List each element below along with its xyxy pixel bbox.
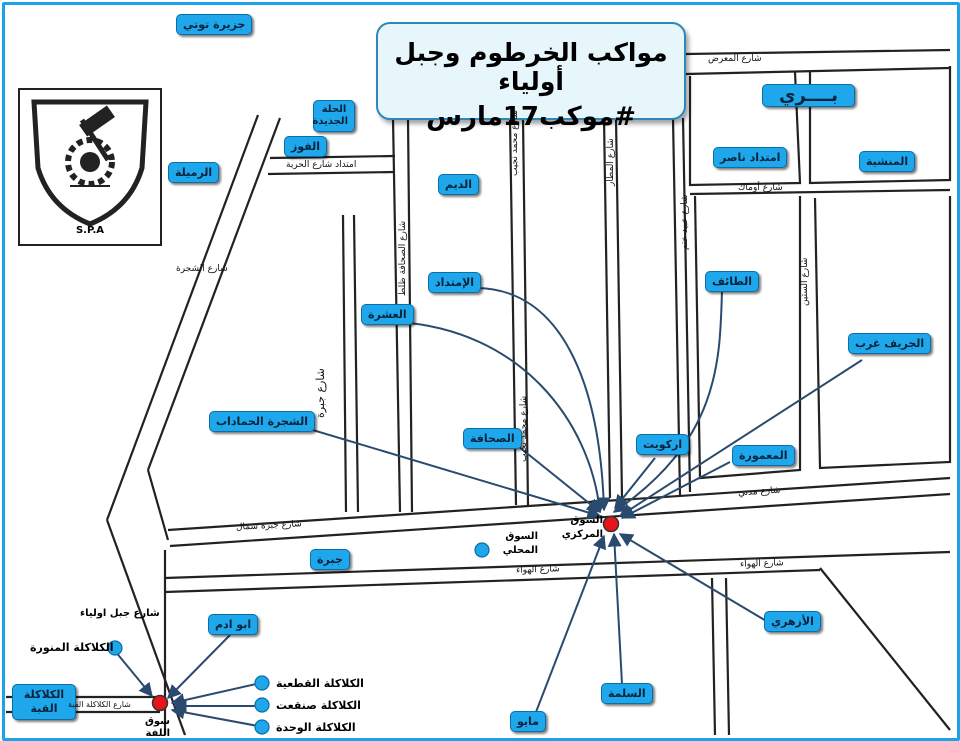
area-fuz[interactable]: الفوز <box>284 136 328 157</box>
logo-text: S.P.A <box>75 225 105 236</box>
march-routes <box>114 287 863 727</box>
area-taif[interactable]: الطائف <box>705 271 759 292</box>
souq-mahali-dot <box>474 542 490 558</box>
label-kalakla-wehda: الكلاكلة الوحدة <box>276 721 356 734</box>
area-imtidad-nasir[interactable]: امتداد ناصر <box>713 147 788 168</box>
area-tuti[interactable]: جزيرة توتي <box>176 14 253 35</box>
street-hawa-1: شارع الهواء <box>515 564 560 576</box>
kalakla-sanqat-dot <box>254 697 270 713</box>
area-arkawit[interactable]: اركويت <box>636 434 690 455</box>
area-azhari[interactable]: الأزهري <box>764 611 821 632</box>
street-shajara: شارع الشجرة <box>176 264 228 274</box>
area-sahafa[interactable]: الصحافة <box>463 428 522 449</box>
area-manshiya[interactable]: المنشية <box>859 151 916 172</box>
street-mohamed-najeeb-2: شارع محمد نجيب <box>519 395 529 462</box>
area-imtidad[interactable]: الإمتداد <box>428 272 482 293</box>
area-shajara-hamadab[interactable]: الشجرة الحماداب <box>209 411 315 432</box>
kalakla-wehda-dot <box>254 719 270 735</box>
roads <box>6 48 952 736</box>
area-deim[interactable]: الديم <box>438 174 480 195</box>
label-souq-markazi: السوق المركزي <box>561 515 603 540</box>
area-kalakla-quba[interactable]: الكلاكلة القبة <box>12 684 76 720</box>
label-souq-mahali: السوق المحلي <box>502 531 538 556</box>
street-muarad: شارع المعرض <box>708 54 762 64</box>
area-rumaila[interactable]: الرميلة <box>168 162 220 183</box>
shield-icon <box>31 99 149 227</box>
area-mayo[interactable]: مايو <box>510 711 546 732</box>
label-kalakla-sanqat: الكلاكلة صنقعت <box>276 699 361 712</box>
label-kalakla-munawara: الكلاكلة المنورة <box>30 641 114 654</box>
street-sitteen: شارع الستين <box>800 257 810 306</box>
area-jareef-gharb[interactable]: الجريف غرب <box>848 333 932 354</box>
hub-souq-laffa <box>151 694 169 712</box>
street-jabra: شارع جبرة <box>314 368 327 418</box>
area-jabra[interactable]: جبرة <box>310 549 350 570</box>
street-sahafa-zalat: شارع الصحافة ظلط <box>398 220 408 296</box>
area-abu-adam[interactable]: ابو ادم <box>208 614 259 635</box>
street-imtidad-hurriya: امتداد شارع الحرية <box>286 160 357 170</box>
area-baree[interactable]: بــــري <box>762 84 856 107</box>
hubs <box>107 515 620 735</box>
street-jabal-awliya: شارع جبل اولياء <box>80 608 160 619</box>
hub-souq-markazi <box>602 515 620 533</box>
street-ubaid-khatim: شارع عبيد ختم <box>680 194 690 250</box>
label-kalakla-qatiya: الكلاكلة القطعية <box>276 677 364 690</box>
kalakla-qatiya-dot <box>254 675 270 691</box>
area-ushara[interactable]: العشرة <box>361 304 414 325</box>
map-title: مواكب الخرطوم وجبل أولياء #موكب17مارس <box>376 22 686 132</box>
area-mamoura[interactable]: المعمورة <box>732 445 795 466</box>
spa-logo: S.P.A <box>18 88 162 246</box>
title-line1: مواكب الخرطوم وجبل أولياء <box>394 38 668 96</box>
area-hela-jadida[interactable]: الحلة الجديدة <box>312 100 355 132</box>
street-awmak: شارع أوماك <box>738 183 783 193</box>
kalakla-munawara-dot <box>107 640 123 656</box>
street-hawa-2: شارع الهواء <box>739 558 784 570</box>
area-salama[interactable]: السلمة <box>601 683 653 704</box>
street-kalakla-quba: شارع الكلاكلة القبة <box>68 700 131 709</box>
street-mohamed-najeeb: شارع محمد نجيب <box>510 109 520 176</box>
title-line2: #موكب17مارس <box>426 102 636 132</box>
label-souq-laffa: سوق اللفة <box>144 716 170 739</box>
street-matar: شارع المطار <box>606 138 616 186</box>
